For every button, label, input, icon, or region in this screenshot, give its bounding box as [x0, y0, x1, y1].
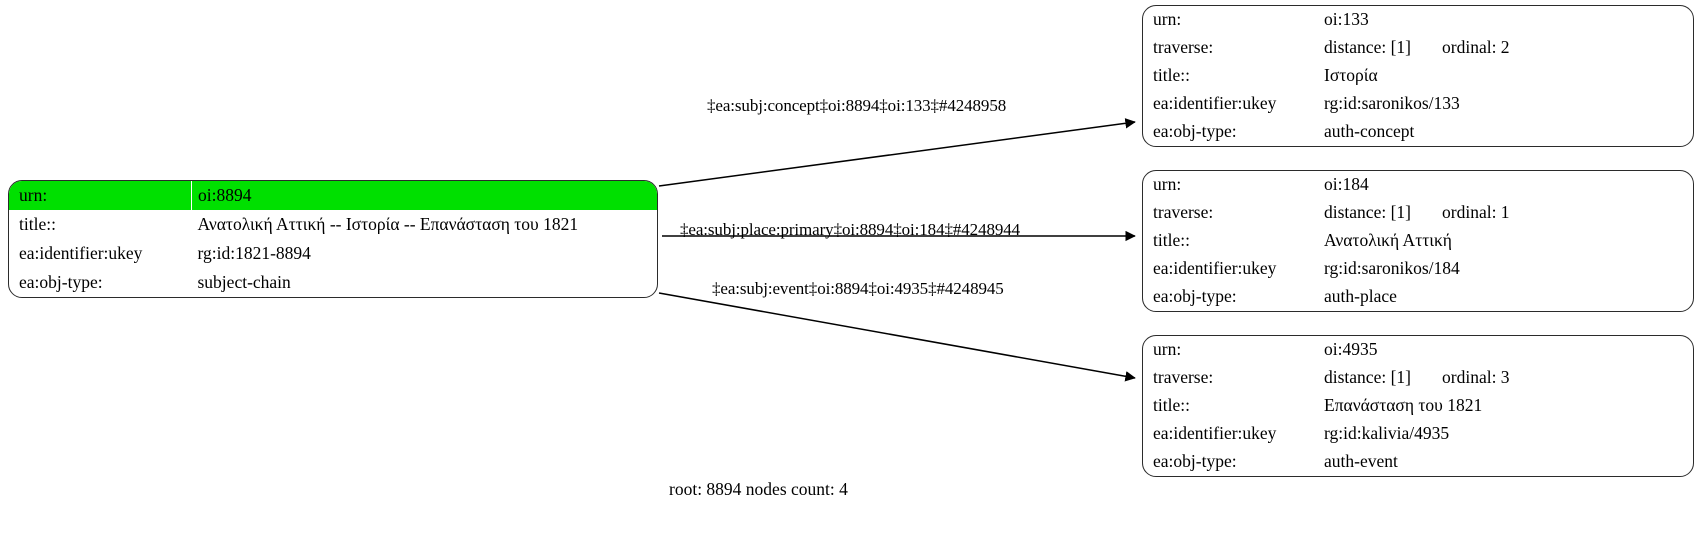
node-4935-distance: distance: [1] — [1324, 367, 1411, 388]
node-184-row-ukey: ea:identifier:ukey rg:id:saronikos/184 — [1143, 255, 1693, 283]
node-184-row-objtype: ea:obj-type: auth-place — [1143, 283, 1693, 311]
node-root-oi8894[interactable]: urn: oi:8894 title:: Ανατολική Αττική --… — [8, 180, 658, 298]
node-133-ordinal: ordinal: 2 — [1442, 37, 1510, 58]
node-133-row-ukey: ea:identifier:ukey rg:id:saronikos/133 — [1143, 90, 1693, 118]
node-4935-value-objtype: auth-event — [1324, 451, 1398, 472]
node-184-row-traverse: traverse: distance: [1] ordinal: 1 — [1143, 199, 1693, 227]
edge-concept — [658, 118, 1136, 187]
node-target-oi4935[interactable]: urn: oi:4935 traverse: distance: [1] ordi… — [1142, 335, 1694, 477]
node-4935-key-urn: urn: — [1153, 339, 1182, 360]
node-root-key-objtype: ea:obj-type: — [19, 271, 103, 292]
node-4935-key-traverse: traverse: — [1153, 367, 1214, 388]
node-184-value-ukey: rg:id:saronikos/184 — [1324, 258, 1460, 279]
node-133-row-urn: urn: oi:133 — [1143, 6, 1693, 34]
node-4935-row-urn: urn: oi:4935 — [1143, 336, 1693, 364]
node-133-key-urn: urn: — [1153, 9, 1182, 30]
node-4935-key-objtype: ea:obj-type: — [1153, 451, 1237, 472]
node-target-oi133[interactable]: urn: oi:133 traverse: distance: [1] ordin… — [1142, 5, 1694, 147]
node-root-key-ukey: ea:identifier:ukey — [19, 242, 143, 263]
node-133-value-title: Ιστορία — [1324, 65, 1378, 86]
node-root-row-urn: urn: oi:8894 — [9, 181, 657, 210]
node-4935-value-ukey: rg:id:kalivia/4935 — [1324, 423, 1450, 444]
node-133-row-traverse: traverse: distance: [1] ordinal: 2 — [1143, 34, 1693, 62]
node-4935-value-urn: oi:4935 — [1324, 339, 1378, 360]
node-4935-key-ukey: ea:identifier:ukey — [1153, 423, 1277, 444]
node-4935-value-traverse: distance: [1] ordinal: 3 — [1318, 364, 1693, 392]
graph-footer-caption: root: 8894 nodes count: 4 — [669, 479, 848, 499]
node-184-value-objtype: auth-place — [1324, 286, 1397, 307]
node-184-value-urn: oi:184 — [1324, 174, 1369, 195]
node-4935-row-traverse: traverse: distance: [1] ordinal: 3 — [1143, 364, 1693, 392]
node-133-key-objtype: ea:obj-type: — [1153, 121, 1237, 142]
node-root-key-title: title:: — [19, 213, 56, 234]
node-133-key-ukey: ea:identifier:ukey — [1153, 93, 1277, 114]
node-184-key-urn: urn: — [1153, 174, 1182, 195]
node-root-value-title: Ανατολική Αττική -- Ιστορία -- Επανάστασ… — [197, 213, 579, 234]
node-133-key-traverse: traverse: — [1153, 37, 1214, 58]
node-4935-row-objtype: ea:obj-type: auth-event — [1143, 448, 1693, 476]
node-184-value-traverse: distance: [1] ordinal: 1 — [1318, 199, 1693, 227]
node-133-row-title: title:: Ιστορία — [1143, 62, 1693, 90]
node-133-value-traverse: distance: [1] ordinal: 2 — [1318, 34, 1693, 62]
node-133-row-objtype: ea:obj-type: auth-concept — [1143, 118, 1693, 146]
node-4935-value-title: Επανάσταση του 1821 — [1324, 395, 1483, 416]
node-target-oi184[interactable]: urn: oi:184 traverse: distance: [1] ordin… — [1142, 170, 1694, 312]
node-4935-key-title: title:: — [1153, 395, 1190, 416]
node-root-row-ukey: ea:identifier:ukey rg:id:1821-8894 — [9, 239, 657, 268]
node-4935-row-title: title:: Επανάσταση του 1821 — [1143, 392, 1693, 420]
node-root-value-urn: oi:8894 — [191, 181, 657, 210]
node-133-value-urn: oi:133 — [1324, 9, 1369, 30]
edge-event — [658, 292, 1136, 382]
node-184-value-title: Ανατολική Αττική — [1324, 230, 1452, 251]
node-184-key-objtype: ea:obj-type: — [1153, 286, 1237, 307]
node-4935-row-ukey: ea:identifier:ukey rg:id:kalivia/4935 — [1143, 420, 1693, 448]
node-184-distance: distance: [1] — [1324, 202, 1411, 223]
node-133-distance: distance: [1] — [1324, 37, 1411, 58]
node-root-value-ukey: rg:id:1821-8894 — [197, 242, 311, 263]
node-184-key-traverse: traverse: — [1153, 202, 1214, 223]
node-184-row-title: title:: Ανατολική Αττική — [1143, 227, 1693, 255]
node-184-key-title: title:: — [1153, 230, 1190, 251]
edge-label-subj-event: ‡ea:subj:event‡oi:8894‡oi:4935‡#4248945 — [712, 279, 1004, 298]
node-184-ordinal: ordinal: 1 — [1442, 202, 1510, 223]
node-root-row-objtype: ea:obj-type: subject-chain — [9, 268, 657, 297]
node-root-row-title: title:: Ανατολική Αττική -- Ιστορία -- Ε… — [9, 210, 657, 239]
edge-label-subj-place-primary: ‡ea:subj:place:primary‡oi:8894‡oi:184‡#4… — [680, 220, 1021, 239]
edge-label-subj-concept: ‡ea:subj:concept‡oi:8894‡oi:133‡#4248958 — [707, 96, 1007, 115]
node-4935-ordinal: ordinal: 3 — [1442, 367, 1510, 388]
node-133-value-ukey: rg:id:saronikos/133 — [1324, 93, 1460, 114]
node-root-value-objtype: subject-chain — [197, 271, 291, 292]
node-184-row-urn: urn: oi:184 — [1143, 171, 1693, 199]
node-184-key-ukey: ea:identifier:ukey — [1153, 258, 1277, 279]
node-133-value-objtype: auth-concept — [1324, 121, 1415, 142]
node-root-key-urn: urn: — [9, 181, 192, 210]
node-133-key-title: title:: — [1153, 65, 1190, 86]
